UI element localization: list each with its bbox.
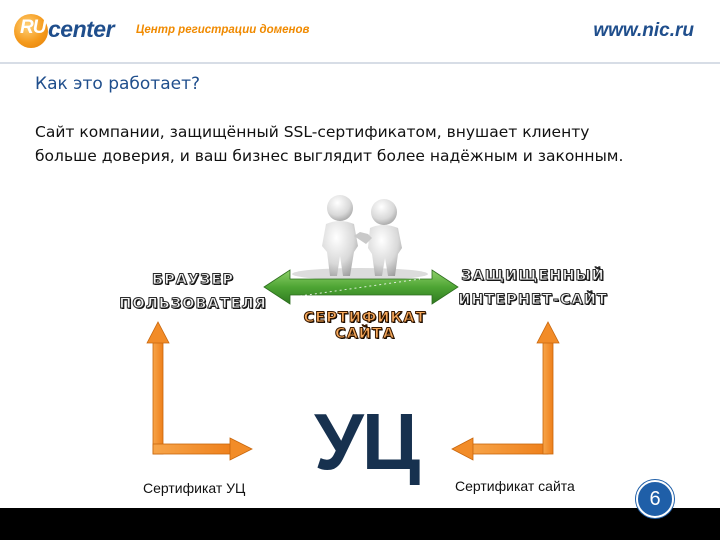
logo-center-text: center — [48, 16, 115, 42]
ca-certificate-caption: Сертификат УЦ — [143, 480, 246, 496]
ca-label: УЦ — [314, 397, 420, 486]
site-certificate-caption: Сертификат сайта — [455, 478, 575, 494]
ru-center-logo[interactable]: RU center — [14, 12, 124, 52]
secure-site-label-line-2: ИНТЕРНЕТ-САЙТ — [458, 292, 608, 309]
header-tagline: Центр регистрации доменов — [136, 24, 310, 36]
secure-site-label-line-1: ЗАЩИЩЕННЫЙ — [461, 268, 605, 285]
header-bar: RU center Центр регистрации доменов www.… — [0, 0, 720, 62]
page-number-badge: 6 — [636, 480, 674, 518]
footer-bar — [0, 508, 720, 540]
orange-arrow-left-icon — [146, 321, 253, 461]
double-arrow-icon — [263, 269, 459, 305]
slide-body: Сайт компании, защищённый SSL-сертификат… — [35, 120, 695, 168]
logo-circle-icon — [14, 14, 48, 48]
slide-title: Как это работает? — [35, 74, 200, 94]
header-divider — [0, 62, 720, 64]
secure-site-label: ЗАЩИЩЕННЫЙ ИНТЕРНЕТ-САЙТ — [452, 264, 614, 312]
orange-arrow-right-icon — [451, 321, 560, 461]
handshake-icon — [292, 195, 428, 280]
header-url-link[interactable]: www.nic.ru — [593, 20, 694, 41]
slide-body-line-2: больше доверия, и ваш бизнес выглядит бо… — [35, 147, 624, 165]
browser-label-line-2: ПОЛЬЗОВАТЕЛЯ — [119, 296, 267, 313]
site-certificate-label: СЕРТИФИКАТ САЙТА — [303, 310, 427, 343]
browser-label: БРАУЗЕР ПОЛЬЗОВАТЕЛЯ — [118, 268, 268, 316]
logo-ru-text: RU — [20, 17, 46, 38]
browser-label-line-1: БРАУЗЕР — [152, 272, 234, 289]
slide-body-line-1: Сайт компании, защищённый SSL-сертификат… — [35, 123, 590, 141]
